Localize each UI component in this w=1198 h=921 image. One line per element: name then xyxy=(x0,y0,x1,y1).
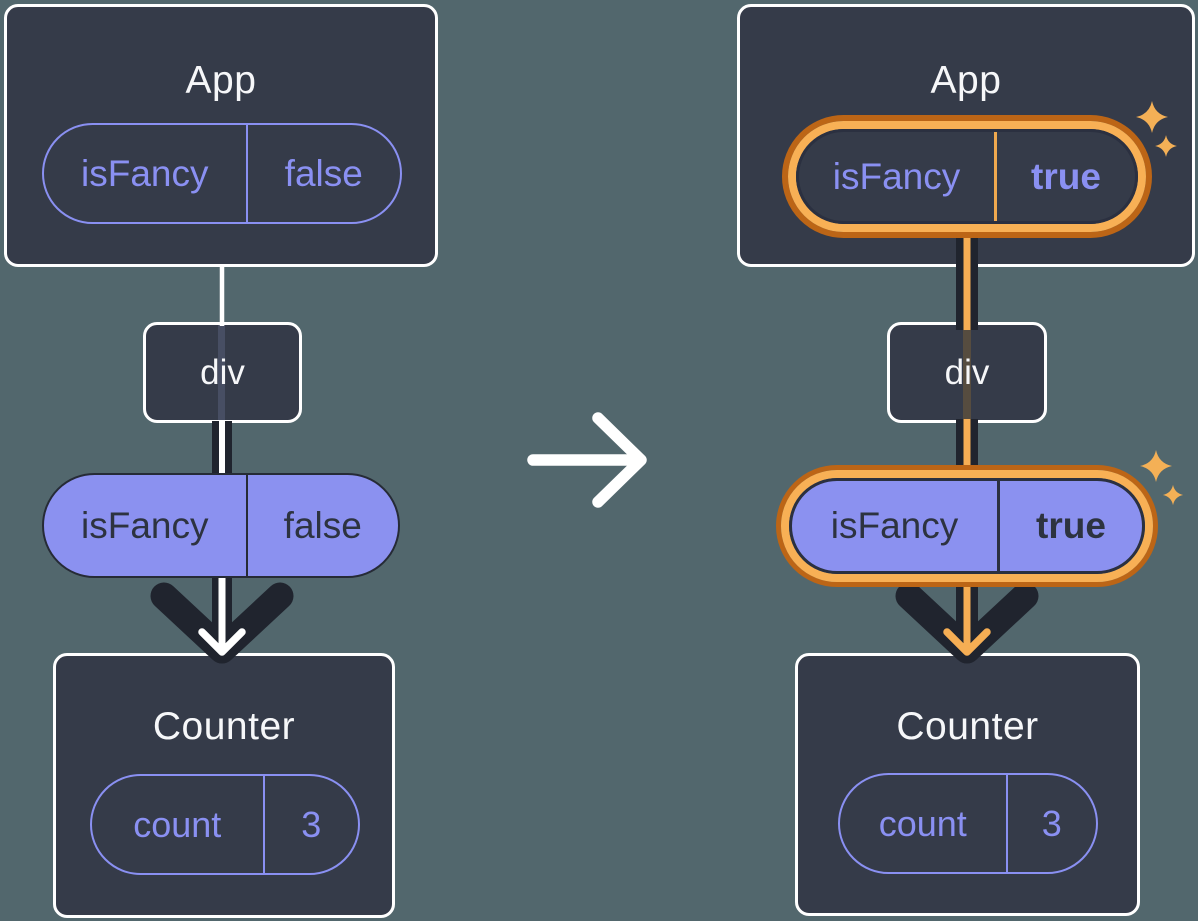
state-value-cell: 3 xyxy=(1041,802,1062,844)
passed-prop-pill-before: isFancy false xyxy=(42,473,400,578)
sparkle-icon xyxy=(1136,101,1168,133)
prop-name-cell: isFancy xyxy=(44,475,248,576)
arrow-right-icon xyxy=(527,412,647,508)
prop-value-cell: true xyxy=(1036,505,1106,546)
prop-name-cell: isFancy xyxy=(44,125,248,222)
app-title-after: App xyxy=(930,59,1002,102)
div-label-before: div xyxy=(200,352,245,392)
app-prop-pill-before: isFancy false xyxy=(42,123,402,224)
counter-title-after: Counter xyxy=(896,705,1039,748)
sparkle-icon xyxy=(1155,135,1177,157)
counter-state-pill-after: count 3 xyxy=(838,773,1098,874)
prop-pass-stripe-before xyxy=(218,325,225,420)
sparkle-icon xyxy=(1162,484,1184,506)
sparkle-icon xyxy=(1140,450,1172,482)
state-value-cell: 3 xyxy=(301,803,322,845)
app-title-before: App xyxy=(185,59,257,102)
state-name-cell: count xyxy=(840,775,1008,872)
counter-title-before: Counter xyxy=(152,705,296,748)
arrow-down-to-counter-after xyxy=(895,576,1039,664)
arrow-down-to-counter-before xyxy=(150,572,294,664)
state-name-cell: count xyxy=(92,776,265,873)
prop-name-cell: isFancy xyxy=(792,481,1000,571)
counter-state-pill-before: count 3 xyxy=(90,774,360,875)
prop-value-cell: true xyxy=(1031,155,1101,197)
prop-value-cell: false xyxy=(283,504,362,546)
prop-name-cell: isFancy xyxy=(799,132,997,221)
div-label-after: div xyxy=(944,352,990,392)
prop-pass-stripe-after xyxy=(963,325,971,420)
passed-prop-pill-after-highlight: isFancy true xyxy=(776,465,1158,587)
app-prop-pill-after-highlight: isFancy true xyxy=(782,115,1152,238)
prop-value-cell: false xyxy=(284,152,363,194)
